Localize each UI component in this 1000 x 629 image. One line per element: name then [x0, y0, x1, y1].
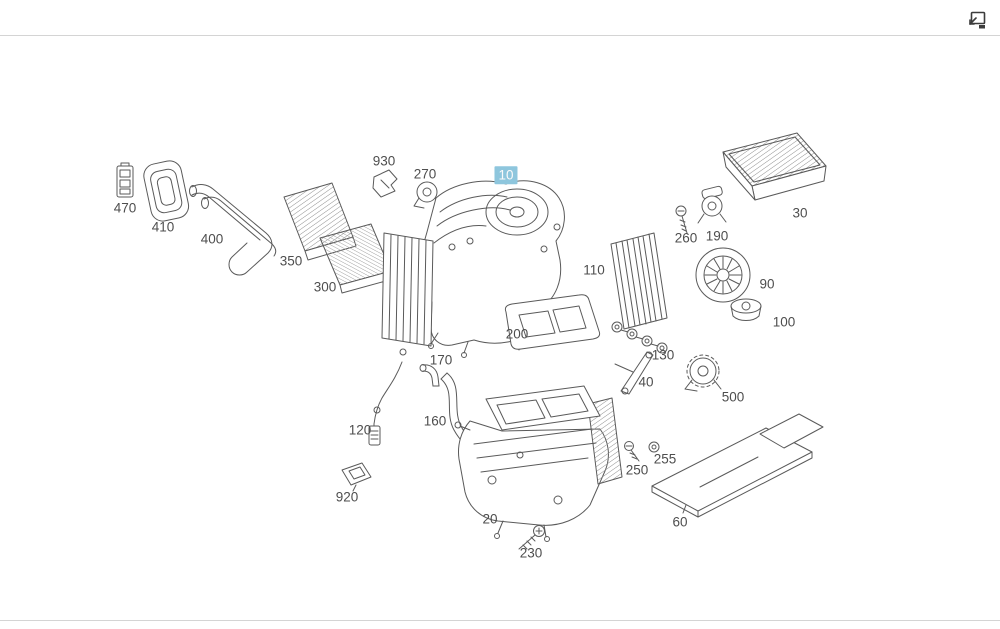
part-label-20[interactable]: 20 — [482, 511, 498, 527]
part-130-linkage — [611, 321, 668, 354]
part-label-90[interactable]: 90 — [759, 276, 775, 292]
part-label-110[interactable]: 110 — [583, 262, 605, 278]
part-label-40[interactable]: 40 — [638, 374, 654, 390]
part-920-bracket — [341, 462, 372, 492]
part-label-200[interactable]: 200 — [505, 326, 529, 342]
part-label-120[interactable]: 120 — [348, 422, 372, 438]
part-label-260[interactable]: 260 — [674, 230, 698, 246]
part-label-350[interactable]: 350 — [279, 253, 303, 269]
bottom-divider — [0, 620, 1000, 621]
part-label-930[interactable]: 930 — [372, 153, 396, 169]
part-label-270[interactable]: 270 — [413, 166, 437, 182]
part-260-screw — [675, 205, 688, 234]
part-250-screw — [624, 441, 640, 462]
part-410-cover — [143, 160, 190, 222]
part-label-170[interactable]: 170 — [429, 352, 453, 368]
export-button[interactable] — [964, 7, 990, 33]
part-label-30[interactable]: 30 — [792, 205, 808, 221]
part-190-actuator — [697, 185, 727, 224]
part-200-gasket — [504, 294, 601, 350]
part-label-60[interactable]: 60 — [672, 514, 688, 530]
part-230-screw — [518, 525, 545, 550]
part-label-255[interactable]: 255 — [653, 451, 677, 467]
part-label-100[interactable]: 100 — [772, 314, 796, 330]
part-label-470[interactable]: 470 — [113, 200, 137, 216]
part-255-nut — [648, 441, 660, 453]
part-label-410[interactable]: 410 — [151, 219, 175, 235]
top-divider — [0, 35, 1000, 36]
part-500-actuator — [684, 354, 722, 392]
part-label-190[interactable]: 190 — [705, 228, 729, 244]
part-110-filter — [610, 232, 668, 330]
part-30-cover — [722, 132, 827, 201]
part-label-130[interactable]: 130 — [651, 347, 675, 363]
part-label-500[interactable]: 500 — [721, 389, 745, 405]
part-100-motor — [730, 298, 762, 321]
part-20-lower-housing — [454, 385, 623, 542]
part-400-pipes — [189, 184, 277, 276]
part-label-230[interactable]: 230 — [519, 545, 543, 561]
part-label-250[interactable]: 250 — [625, 462, 649, 478]
export-icon — [969, 11, 986, 29]
part-60-panel — [651, 413, 824, 518]
part-120-sensor — [368, 361, 403, 446]
part-930-bracket — [372, 169, 398, 198]
part-90-blower — [695, 247, 751, 303]
part-label-160[interactable]: 160 — [423, 413, 447, 429]
part-170-elbow — [419, 364, 440, 387]
part-label-300[interactable]: 300 — [313, 279, 337, 295]
part-40-bracket — [614, 351, 654, 395]
part-label-400[interactable]: 400 — [200, 231, 224, 247]
part-label-920[interactable]: 920 — [335, 489, 359, 505]
part-470-connector — [116, 162, 134, 198]
part-label-10[interactable]: 10 — [494, 166, 518, 184]
